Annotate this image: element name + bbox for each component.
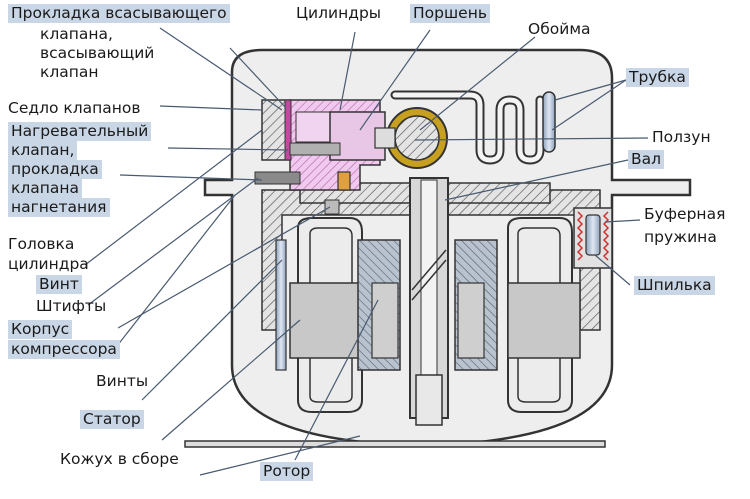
label-housing-1: Корпус xyxy=(8,320,73,339)
spring-coil xyxy=(576,211,610,261)
label-housing-2: компрессора xyxy=(8,340,120,359)
stator-screw-left xyxy=(275,239,287,371)
stator-left-core xyxy=(289,282,363,359)
rotor-core-left xyxy=(371,282,399,359)
label-discharge-2: клапан, xyxy=(8,141,78,160)
valve-plate xyxy=(284,99,292,161)
shaft-end xyxy=(415,374,443,426)
label-suction-gasket-2: клапана, xyxy=(40,25,113,43)
label-discharge-1: Нагревательный xyxy=(8,122,152,141)
label-stator: Статор xyxy=(80,410,144,429)
discharge-valve xyxy=(289,142,341,156)
discharge-tube-inner xyxy=(392,92,543,163)
label-cylinder-head-1: Головка xyxy=(8,235,75,253)
tube-vertical xyxy=(542,91,556,153)
label-casing: Кожух в сборе xyxy=(60,450,179,468)
label-stud: Шпилька xyxy=(634,276,715,295)
label-screws: Винты xyxy=(96,372,149,390)
label-discharge-5: нагнетания xyxy=(8,198,110,217)
label-slider: Ползун xyxy=(652,128,711,146)
bolt-left xyxy=(254,171,301,185)
label-tube: Трубка xyxy=(626,68,689,87)
stator-left-inner xyxy=(309,227,353,403)
label-screw: Винт xyxy=(36,275,82,294)
label-rotor: Ротор xyxy=(260,462,314,481)
pin-left xyxy=(324,199,340,215)
valve-nut xyxy=(337,171,351,191)
stator-right-inner xyxy=(517,227,561,403)
label-buffer-spring-1: Буферная xyxy=(644,205,726,223)
label-cylinders: Цилиндры xyxy=(296,4,382,22)
label-buffer-spring-2: пружина xyxy=(644,228,717,246)
label-suction-gasket-3: всасывающий xyxy=(40,44,155,62)
rotor-core-right xyxy=(457,282,485,359)
label-piston: Поршень xyxy=(410,4,490,23)
label-discharge-4: клапана xyxy=(8,179,83,198)
label-pins: Штифты xyxy=(36,297,107,315)
leader-lines xyxy=(84,27,649,476)
label-suction-gasket-1: Прокладка всасывающего xyxy=(8,4,230,23)
label-cage: Обойма xyxy=(528,20,591,38)
base-plate xyxy=(184,440,606,448)
label-shaft: Вал xyxy=(628,150,665,169)
label-valve-seat: Седло клапанов xyxy=(8,99,141,117)
connecting-rod xyxy=(374,127,396,149)
label-suction-gasket-4: клапан xyxy=(40,63,99,81)
shaft-slant xyxy=(411,249,447,291)
buffer-spring xyxy=(585,214,601,256)
cage-inner xyxy=(394,115,440,161)
stator-right-core xyxy=(507,282,581,359)
label-discharge-3: прокладка xyxy=(8,160,102,179)
label-cylinder-head-2: цилиндра xyxy=(8,255,89,273)
shaft-slant-2 xyxy=(411,259,447,301)
